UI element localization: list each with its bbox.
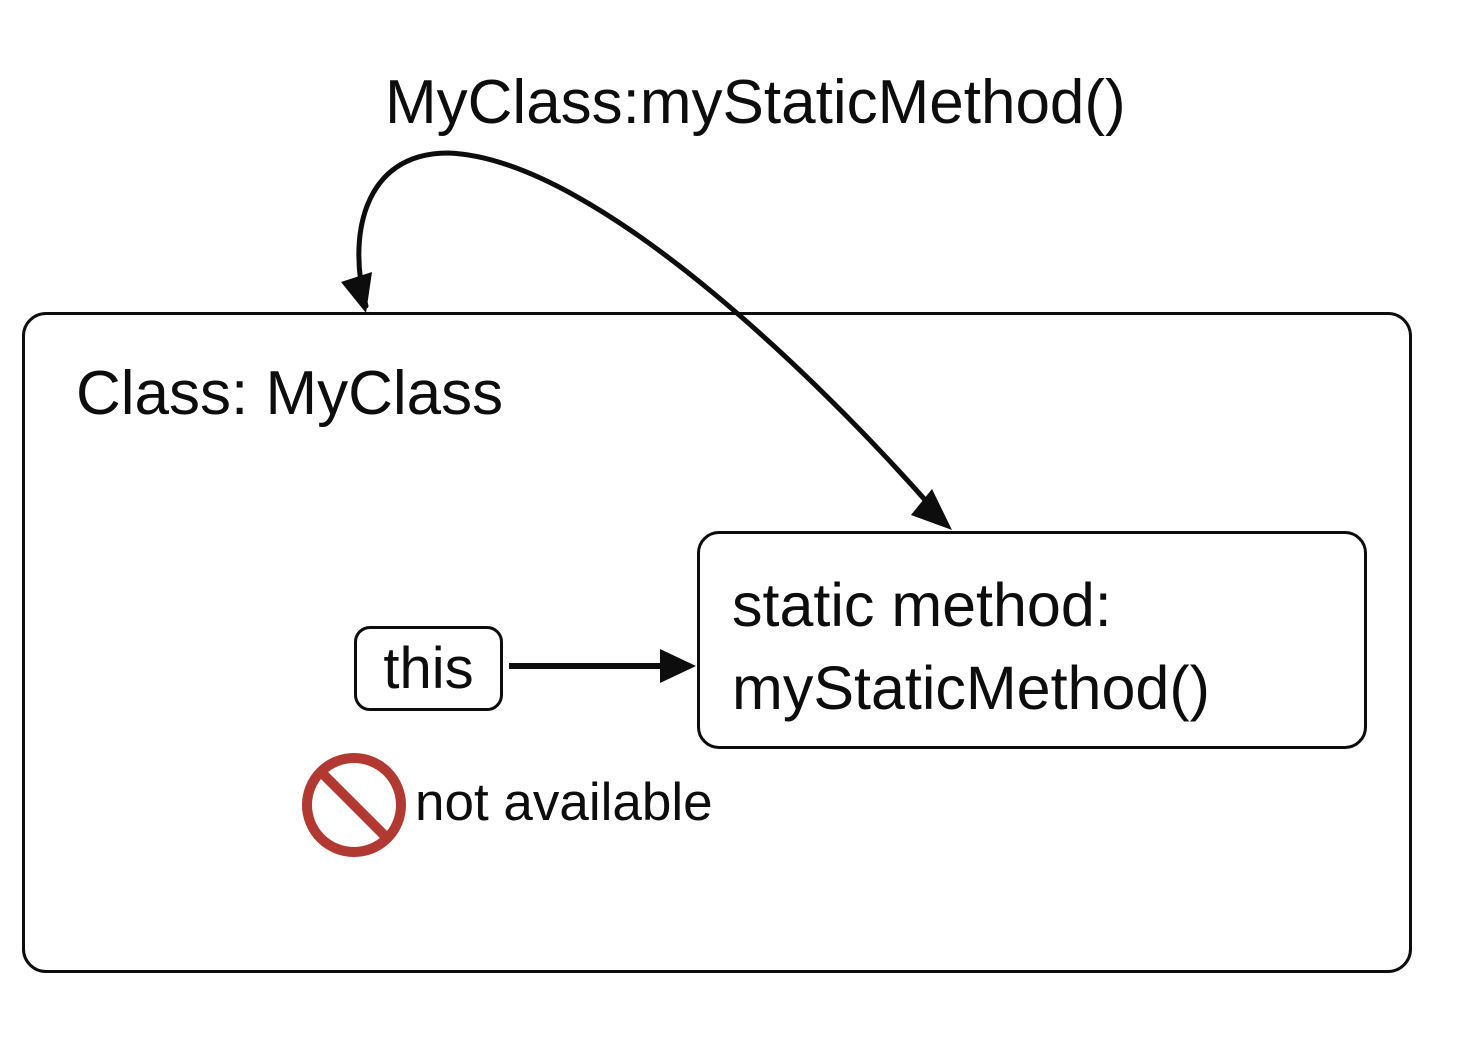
class-box-label: Class: MyClass [76, 359, 504, 428]
static-method-line2: myStaticMethod() [732, 654, 1210, 722]
this-box-label: this [383, 636, 474, 701]
static-method-box: static method: myStaticMethod() [697, 531, 1367, 749]
diagram-title: MyClass:myStaticMethod() [385, 68, 1126, 137]
static-method-line1: static method: [732, 571, 1112, 639]
not-available-label: not available [415, 773, 713, 832]
arrowhead-to-class-box-icon [341, 272, 372, 313]
this-box: this [354, 626, 503, 711]
